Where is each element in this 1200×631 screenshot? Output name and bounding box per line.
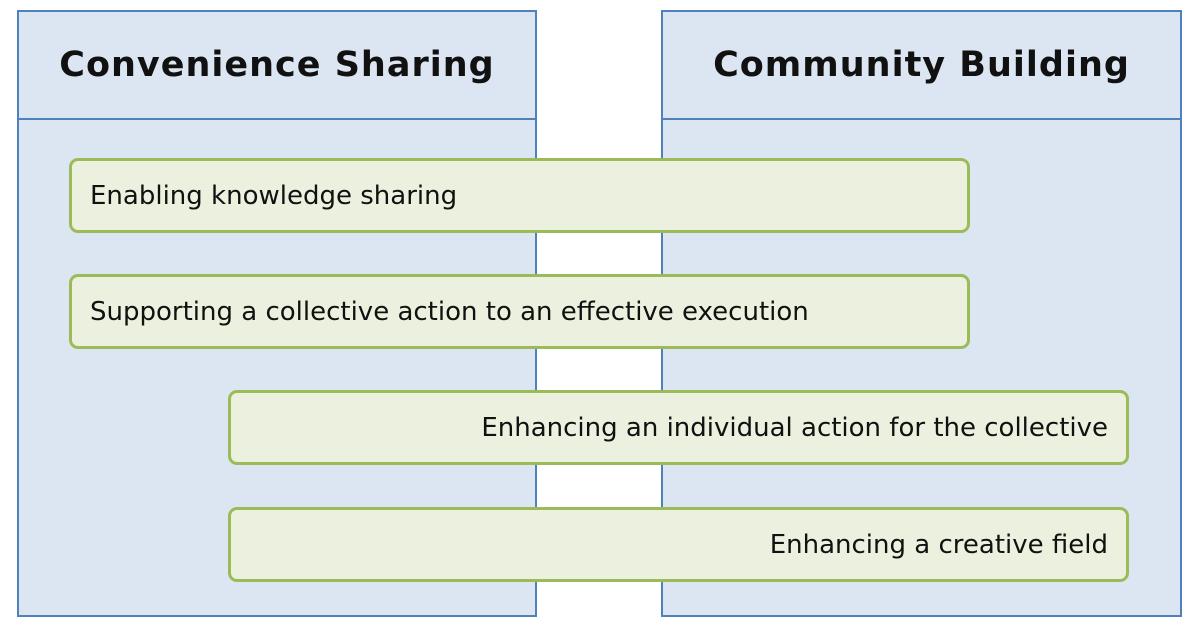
convenience-sharing-title: Convenience Sharing <box>59 45 495 85</box>
bar-label: Enabling knowledge sharing <box>90 180 458 211</box>
bar-label: Supporting a collective action to an eff… <box>90 296 809 327</box>
bar-enhancing-individual-action: Enhancing an individual action for the c… <box>228 390 1129 465</box>
bar-enhancing-creative-field: Enhancing a creative field <box>228 507 1129 582</box>
community-building-header: Community Building <box>663 12 1180 120</box>
bar-label: Enhancing an individual action for the c… <box>481 412 1108 443</box>
bar-supporting-collective-action: Supporting a collective action to an eff… <box>69 274 970 349</box>
community-building-title: Community Building <box>713 45 1130 85</box>
bar-enabling-knowledge-sharing: Enabling knowledge sharing <box>69 158 970 233</box>
convenience-sharing-header: Convenience Sharing <box>19 12 535 120</box>
bar-label: Enhancing a creative field <box>769 529 1108 560</box>
